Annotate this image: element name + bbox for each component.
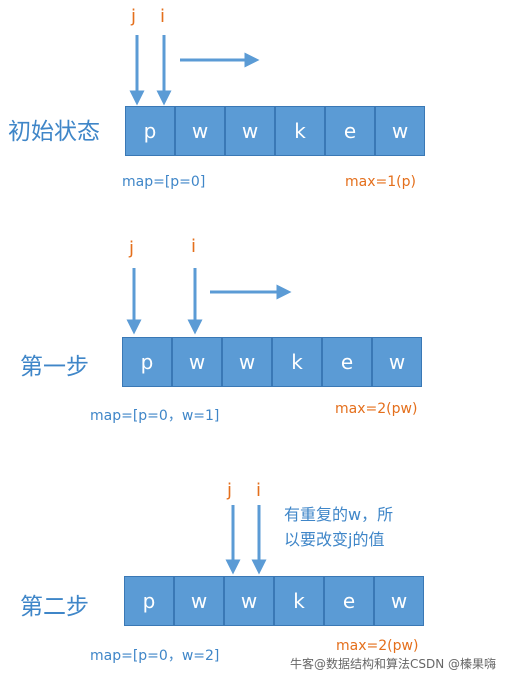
map-state: map=[p=0，w=1] [90, 408, 220, 424]
char-cell: e [325, 106, 375, 156]
char-cell: w [172, 337, 222, 387]
char-cell: p [125, 106, 175, 156]
max-state: max=2(pw) [335, 401, 418, 417]
char-cell: w [374, 576, 424, 626]
char-cell: w [175, 106, 225, 156]
char-cell: k [274, 576, 324, 626]
char-cell: e [322, 337, 372, 387]
char-cell: e [324, 576, 374, 626]
j-pointer-label: j [227, 480, 233, 501]
note-line-1: 有重复的w，所 [284, 505, 394, 524]
char-cell: w [372, 337, 422, 387]
j-pointer-label: j [131, 6, 137, 27]
i-pointer-label: i [191, 236, 197, 257]
string-cells: p w w k e w [124, 576, 424, 626]
note-line-2: 以要改变j的值 [284, 530, 385, 549]
char-cell: w [174, 576, 224, 626]
string-cells: p w w k e w [122, 337, 422, 387]
note-text: 有重复的w，所 以要改变j的值 [284, 502, 393, 552]
char-cell: w [224, 576, 274, 626]
step-title: 第二步 [20, 594, 89, 620]
char-cell: w [225, 106, 275, 156]
char-cell: p [124, 576, 174, 626]
char-cell: k [275, 106, 325, 156]
string-cells: p w w k e w [125, 106, 425, 156]
map-state: map=[p=0，w=2] [90, 648, 220, 664]
char-cell: w [375, 106, 425, 156]
char-cell: p [122, 337, 172, 387]
watermark: 牛客@数据结构和算法CSDN @榛果嗨 [290, 657, 497, 671]
step-title: 第一步 [20, 354, 89, 380]
char-cell: k [272, 337, 322, 387]
i-pointer-label: i [256, 480, 262, 501]
max-state: max=1(p) [345, 174, 416, 190]
char-cell: w [222, 337, 272, 387]
i-pointer-label: i [160, 6, 166, 27]
max-state: max=2(pw) [336, 638, 419, 654]
j-pointer-label: j [129, 238, 135, 259]
map-state: map=[p=0] [122, 174, 206, 190]
step-title: 初始状态 [8, 119, 100, 145]
